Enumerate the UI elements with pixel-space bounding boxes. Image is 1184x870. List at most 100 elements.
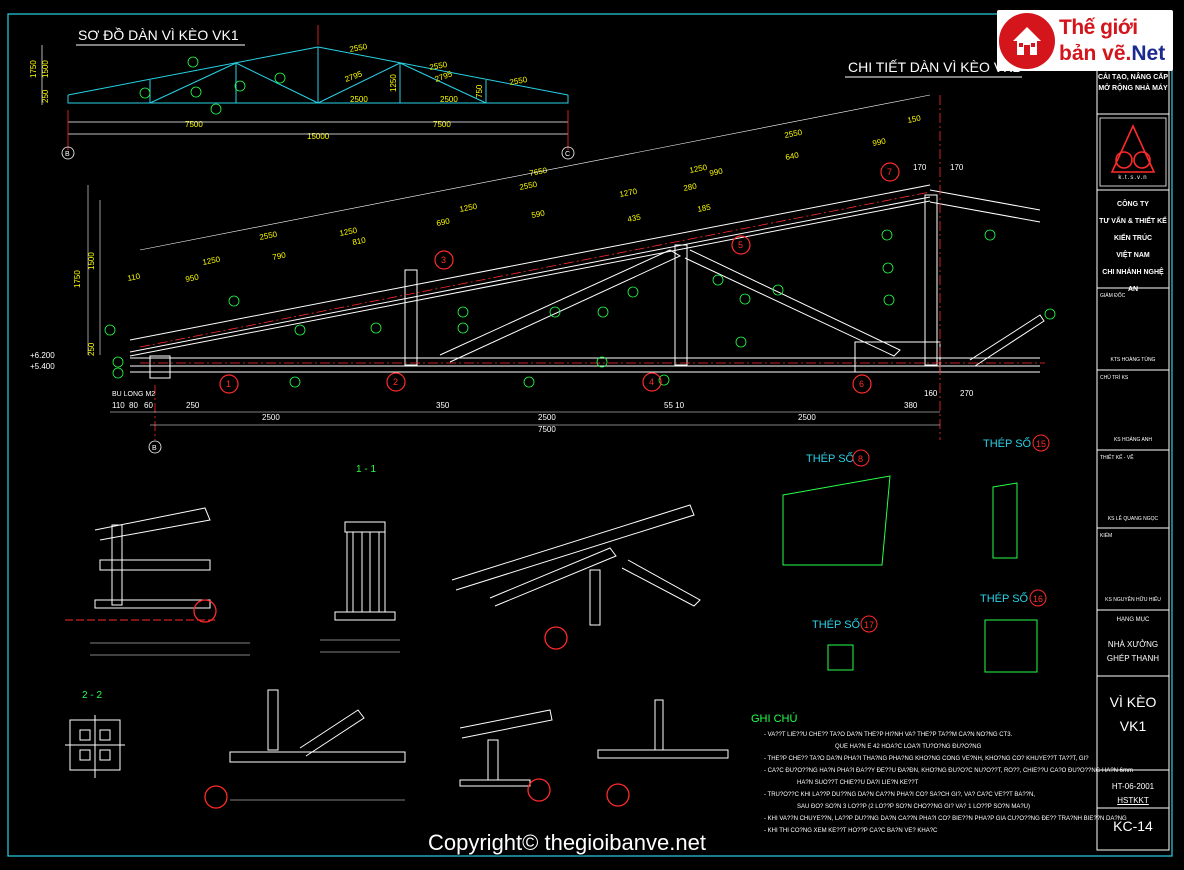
lead-name: KS HOÀNG ANH xyxy=(1113,437,1153,443)
svg-text:60: 60 xyxy=(144,401,153,410)
svg-text:690: 690 xyxy=(436,216,451,227)
bottom-chord xyxy=(130,357,1040,373)
company-line: CHI NHÁNH NGHỆ AN xyxy=(1102,269,1164,293)
svg-text:80: 80 xyxy=(129,401,138,410)
detail-4 xyxy=(597,699,729,759)
truss-detail-title: CHI TIẾT DÀN VÌ KÈO VK1 xyxy=(848,59,1020,75)
svg-text:1 - 1: 1 - 1 xyxy=(356,464,376,475)
axis-c-label: C xyxy=(565,151,570,158)
svg-text:110: 110 xyxy=(112,401,125,410)
axis-b-bubble-detail xyxy=(148,440,162,454)
logo-line-1: Thế giới xyxy=(1059,16,1138,39)
svg-text:2550: 2550 xyxy=(509,75,529,87)
truss-detail: CHI TIẾT DÀN VÌ KÈO VK1 xyxy=(30,59,1056,454)
svg-text:2550: 2550 xyxy=(349,42,369,54)
item-block: NHÀ XƯỞNG GHÉP THANH xyxy=(1097,638,1169,666)
steel-plate-16: THÉP SỐ 16 xyxy=(980,589,1047,673)
svg-text:250: 250 xyxy=(41,89,50,103)
logo-line-2-text: bản vẽ. xyxy=(1059,42,1132,65)
logo-line-2: bản vẽ.Net xyxy=(1059,42,1165,66)
company-line: CÔNG TY xyxy=(1117,201,1149,208)
project-name: CẢI TẠO, NÂNG CẤP MỞ RỘNG NHÀ MÁY xyxy=(1098,74,1168,92)
steel-plate-17: THÉP SỐ 17 xyxy=(812,615,878,671)
sheet-title-line: VÌ KÈO xyxy=(1109,694,1157,710)
svg-text:350: 350 xyxy=(436,401,450,410)
svg-text:990: 990 xyxy=(709,166,724,177)
svg-text:1250: 1250 xyxy=(389,74,398,92)
logo-net: Net xyxy=(1131,42,1166,65)
svg-text:THÉP SỐ: THÉP SỐ xyxy=(980,591,1029,605)
svg-text:8: 8 xyxy=(858,454,863,464)
svg-text:55 10: 55 10 xyxy=(664,401,685,410)
bolt-note: BU LONG M2 xyxy=(112,391,155,398)
svg-text:2550: 2550 xyxy=(259,230,279,242)
svg-text:750: 750 xyxy=(475,84,484,98)
svg-text:950: 950 xyxy=(185,272,200,283)
company-line: VIỆT NAM xyxy=(1116,252,1150,259)
svg-text:590: 590 xyxy=(531,208,546,219)
item-line: GHÉP THANH xyxy=(1106,654,1160,663)
check-name: KS NGUYỄN HỮU HIẾU xyxy=(1105,597,1161,603)
note-line: - KHI THI CO?NG XEM KE??T HO??P CA?C BA?… xyxy=(764,828,938,834)
detail-1-callout xyxy=(193,599,217,623)
director-label: GIÁM ĐỐC xyxy=(1100,293,1126,299)
svg-text:640: 640 xyxy=(785,150,800,161)
svg-text:1500: 1500 xyxy=(87,252,96,270)
svg-text:15: 15 xyxy=(1036,439,1046,449)
svg-text:160: 160 xyxy=(924,389,938,398)
lead-label: CHỦ TRÌ KS xyxy=(1100,375,1129,381)
axis-b-detail-label: B xyxy=(152,445,157,452)
svg-text:1270: 1270 xyxy=(619,187,639,199)
svg-text:150: 150 xyxy=(907,113,922,124)
svg-text:1250: 1250 xyxy=(202,255,222,267)
svg-text:1750: 1750 xyxy=(29,60,38,78)
svg-text:170: 170 xyxy=(950,163,964,172)
notes-title: GHI CHÚ xyxy=(751,712,798,725)
axis-lines xyxy=(67,25,569,150)
general-notes: GHI CHÚ - VA??T LIE??U CHE?? TA?O DA?N T… xyxy=(751,712,1133,834)
note-line: - KHI VA??N CHUYE??N, LA??P DU??NG DA?N … xyxy=(764,816,1127,822)
note-line: QUE HA?N E 42 HOA?C LOA?I TU?O?NG ĐU?O?N… xyxy=(835,744,982,750)
svg-text:280: 280 xyxy=(683,181,698,192)
svg-text:1250: 1250 xyxy=(459,202,479,214)
svg-text:185: 185 xyxy=(697,202,712,213)
svg-text:7500: 7500 xyxy=(433,120,451,129)
sheet-border xyxy=(7,13,1173,857)
top-chord xyxy=(129,184,1041,357)
level-5400: +5.400 xyxy=(30,362,55,371)
axis-c-bubble xyxy=(561,146,575,160)
svg-text:990: 990 xyxy=(872,136,887,147)
note-line: - CA?C ĐU?O??NG HA?N PHA?I ĐA??Y ĐE??U Đ… xyxy=(764,768,1133,774)
section-1-1: 1 - 1 xyxy=(320,464,400,653)
steel-plate-8: THÉP SỐ 8 xyxy=(782,449,891,566)
detail-2 xyxy=(229,689,406,801)
svg-text:2550: 2550 xyxy=(784,128,804,140)
item-label: HẠNG MỤC xyxy=(1116,617,1150,623)
sheet-number: KC-14 xyxy=(1113,818,1153,834)
svg-text:1500: 1500 xyxy=(41,60,50,78)
detail-5-callout xyxy=(544,626,568,650)
diagram-dim-lines xyxy=(41,45,568,135)
svg-text:270: 270 xyxy=(960,389,974,398)
web-members xyxy=(149,194,1045,379)
svg-text:790: 790 xyxy=(272,250,287,261)
svg-text:1: 1 xyxy=(226,379,231,389)
detail-3-callout xyxy=(527,778,551,802)
truss-diagram-members xyxy=(67,46,569,104)
svg-text:17: 17 xyxy=(864,620,874,630)
svg-text:6: 6 xyxy=(859,379,864,389)
svg-text:110: 110 xyxy=(127,272,142,283)
svg-text:2795: 2795 xyxy=(434,69,454,84)
svg-text:250: 250 xyxy=(186,401,200,410)
svg-text:2500: 2500 xyxy=(440,95,458,104)
level-6200: +6.200 xyxy=(30,351,55,360)
truss-diagram-title: SƠ ĐỒ DÀN VÌ KÈO VK1 xyxy=(78,26,239,43)
item-line: NHÀ XƯỞNG xyxy=(1107,640,1159,649)
note-line: HA?N SUO??T CHIE??U DA?I LIE?N KE??T xyxy=(797,780,919,786)
note-line: - VA??T LIE??U CHE?? TA?O DA?N THE?P HI?… xyxy=(764,732,1013,738)
svg-text:THÉP SỐ: THÉP SỐ xyxy=(812,617,861,631)
svg-text:2 - 2: 2 - 2 xyxy=(82,690,102,701)
axis-b-bubble xyxy=(61,146,75,160)
house-icon xyxy=(999,13,1055,69)
